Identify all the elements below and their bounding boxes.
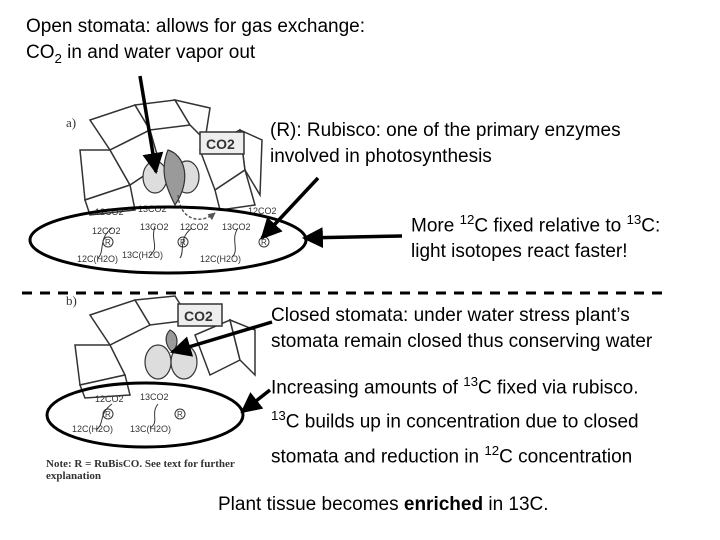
panel-b-label-13ch2o-1: 13C(H2O) [130,424,171,434]
panel-a-label-12ch2o-1: 12C(H2O) [77,254,118,264]
panel-b-label-12co2-1: 12CO2 [95,394,124,404]
panel-b-label: b) [66,293,77,308]
increasing-13c-text: Increasing amounts of 13C fixed via rubi… [271,374,639,467]
open-stomata-text: Open stomata: allows for gas exchange: C… [26,16,366,66]
panel-b-co2-box-text: CO2 [184,308,213,324]
arrow-increasing-13c [240,388,272,414]
panel-a-label-13co2-1: 13CO2 [138,204,167,214]
panel-a-label-12co2-1: 12CO2 [95,207,124,217]
arrow-rubisco [260,176,320,240]
svg-text:R: R [105,410,111,419]
svg-text:R: R [261,238,267,247]
panel-a-label-13ch2o-1: 13C(H2O) [122,250,163,260]
panel-a-label-12ch2o-2: 12C(H2O) [200,254,241,264]
arrow-closed-stomata [169,320,273,357]
panel-b-label-12ch2o-1: 12C(H2O) [72,424,113,434]
panel-b-co2-box [177,303,223,327]
figure-note: Note: R = RuBisCO. See text for further … [46,458,235,482]
panel-b-rubisco-marks: R R [102,408,186,420]
light-isotopes-text: More 12C fixed relative to 13C: light is… [411,212,661,263]
svg-text:R: R [105,238,111,247]
panel-a-label: a) [66,115,76,130]
closed-stomata-text: Closed stomata: under water stress plant… [271,305,653,352]
panel-b-oval-highlight [45,381,245,449]
panel-a-label-13co2-3: 13CO2 [222,222,251,232]
panel-a-co2-box [199,131,245,155]
panel-a-label-12co2-2: 12CO2 [92,226,121,236]
panel-b-fixation-hooks [95,403,159,431]
panel-a-gas-flow-arrow [177,194,216,221]
svg-text:R: R [177,410,183,419]
panel-a-label-12co2-4: 12CO2 [248,206,277,216]
panel-a-label-12co2-3: 12CO2 [180,222,209,232]
rubisco-text: (R): Rubisco: one of the primary enzymes… [270,120,621,167]
arrow-open-stomata [138,75,164,175]
arrow-light-isotopes [301,227,403,249]
panel-b-guard-cells [144,329,198,380]
panel-a-fixation-hooks [97,225,239,259]
panel-b-label-13co2-1: 13CO2 [140,392,169,402]
panel-a-rubisco-marks: R R R [102,236,270,248]
enriched-footer: Plant tissue becomes enriched in 13C. [218,494,549,515]
panel-a-co2-box-text: CO2 [206,136,235,152]
